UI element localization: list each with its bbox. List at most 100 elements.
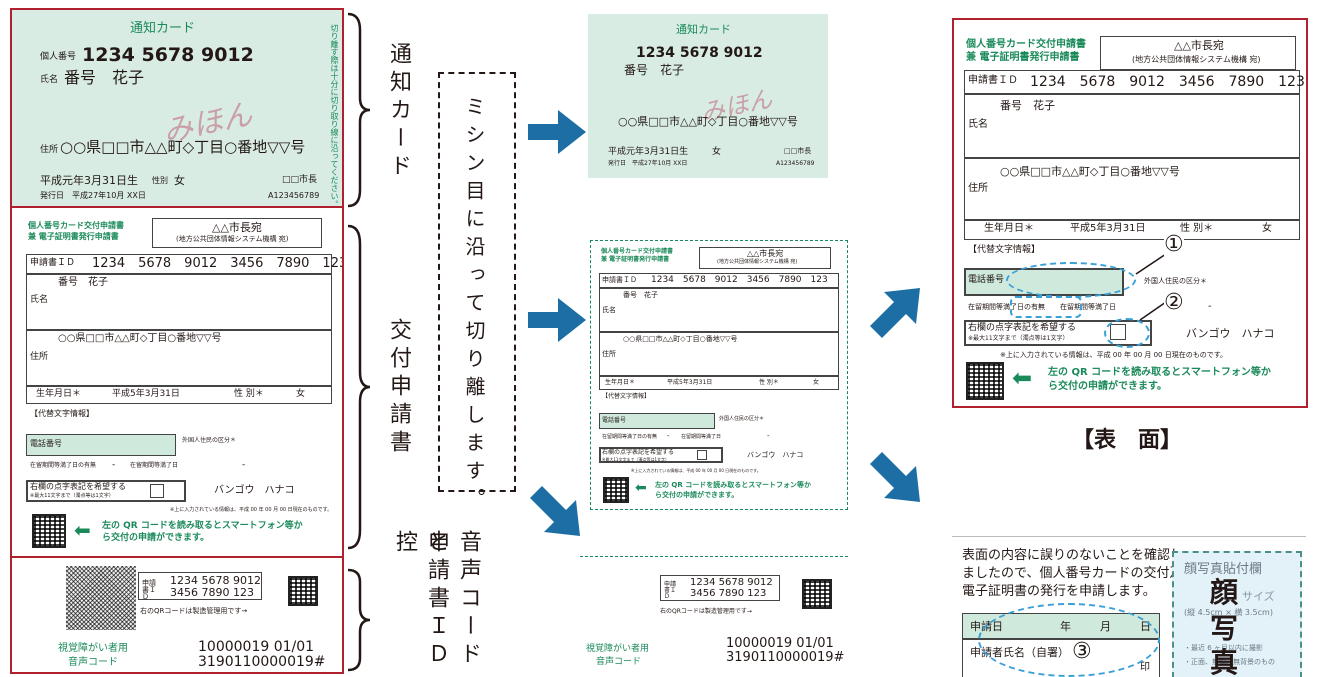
mid-app-name-box bbox=[599, 288, 839, 332]
mid-notice-title: 通知カード bbox=[676, 23, 731, 36]
app-address-box bbox=[26, 330, 332, 386]
mid-app-braille-label: 右欄の点字表記を希望する bbox=[602, 449, 675, 456]
app-qr-text-2: ら交付の申請ができます。 bbox=[102, 533, 210, 543]
label-voice-a: 音声コードと bbox=[424, 530, 481, 670]
front-birth-box bbox=[964, 220, 1300, 240]
notice-sex-label: 性別 bbox=[152, 176, 168, 185]
app-addressee-box bbox=[152, 218, 322, 248]
app-sex: 女 bbox=[296, 389, 306, 399]
photo-note-2: ・正面、無帽、無背景のもの bbox=[1184, 658, 1275, 666]
app-braille-box bbox=[26, 480, 186, 502]
back-text-2: ましたので、個人番号カードの交付及び bbox=[962, 566, 1196, 581]
mid-notice-mayor: □□市長 bbox=[784, 147, 812, 155]
arrow-right-1 bbox=[528, 110, 586, 154]
front-dash-1: - bbox=[1038, 301, 1042, 312]
app-id-label: 申請書ＩＤ bbox=[30, 258, 76, 268]
front-qr-arrow-icon: ⬅ bbox=[1012, 364, 1033, 392]
marker-one: ① bbox=[1164, 232, 1184, 257]
mid-voice-code-1: 10000019 01/01 bbox=[726, 636, 834, 651]
mid-app-qr-arrow-icon: ⬅ bbox=[635, 480, 647, 496]
app-id-value: 1234 5678 9012 3456 7890 123 bbox=[92, 256, 344, 271]
app-address-label: 住所 bbox=[30, 352, 49, 362]
front-phone-label: 電話番号 bbox=[968, 275, 1005, 285]
mid-app-id-value: 1234 5678 9012 3456 7890 123 bbox=[651, 275, 828, 285]
photo-big-3: 真 bbox=[1210, 646, 1239, 677]
application-form-left: 個人番号カード交付申請書 兼 電子証明書発行申請書 △△市長宛 (地方公共団体情… bbox=[10, 208, 344, 556]
voice-code-2: 3190110000019# bbox=[198, 654, 326, 670]
app-phone-box bbox=[26, 434, 176, 456]
front-birth-label: 生年月日＊ bbox=[984, 223, 1034, 234]
notice-side-note: 切り離す際は十分に切り取り線に沿ってください。 bbox=[330, 24, 339, 208]
notice-address-label: 住所 bbox=[40, 145, 59, 155]
mid-app-name-label: 氏名 bbox=[602, 306, 616, 314]
mid-notice-sex: 女 bbox=[712, 147, 722, 157]
oval-phone bbox=[1006, 262, 1136, 298]
arrow-down-right-2 bbox=[870, 452, 920, 502]
voice-qr-note: 右のQRコードは製造管理用です→ bbox=[140, 607, 248, 615]
mid-app-address-box bbox=[599, 332, 839, 376]
front-footnote: ※上に入力されている情報は、平成 00 年 00 月 00 日現在のものです。 bbox=[1000, 351, 1228, 359]
app-header-title-1: 個人番号カード交付申請書 bbox=[28, 221, 124, 230]
front-id-value: 1234 5678 9012 3456 7890 123 bbox=[1030, 74, 1305, 90]
app-braille-checkbox bbox=[150, 484, 164, 498]
front-addressee-box bbox=[1100, 36, 1296, 70]
front-alt-chars: 【代替文字情報】 bbox=[968, 245, 1041, 255]
voice-id-label: 申請書ＩＤ bbox=[142, 579, 156, 601]
mid-app-dash-1: - bbox=[667, 432, 670, 440]
notice-name-label: 氏名 bbox=[40, 75, 59, 85]
app-addressee: △△市長宛 bbox=[212, 221, 262, 234]
voice-qr-small bbox=[288, 576, 318, 606]
arrow-down-right bbox=[530, 486, 580, 536]
mid-app-phone-label: 電話番号 bbox=[602, 417, 627, 424]
oval-checkbox bbox=[1104, 318, 1150, 348]
front-name-label: 氏名 bbox=[968, 119, 988, 130]
app-foreign-label: 外国人住民の区分＊ bbox=[182, 437, 237, 444]
app-qr-text-1: 左の QR コードを読み取るとスマートフォン等か bbox=[102, 521, 303, 531]
photo-title: 顔写真貼付欄 bbox=[1184, 562, 1263, 577]
mid-app-stay-label-1: 在留期間等満了日の有無 bbox=[602, 434, 658, 440]
app-dash-1: - bbox=[112, 460, 116, 470]
app-qr-code bbox=[32, 514, 66, 548]
mid-app-addressee-box bbox=[699, 247, 831, 269]
photo-big-2: 写 bbox=[1210, 612, 1239, 645]
mid-voice-id-1: 1234 5678 9012 bbox=[690, 577, 773, 588]
mid-app-alt-chars: 【代替文字情報】 bbox=[602, 393, 651, 400]
app-header-title-2: 兼 電子証明書発行申請書 bbox=[28, 232, 119, 241]
voice-id-box bbox=[138, 572, 262, 600]
app-birth-label: 生年月日＊ bbox=[36, 389, 82, 399]
front-title-1: 個人番号カード交付申請書 bbox=[966, 39, 1086, 50]
marker-two: ② bbox=[1164, 290, 1184, 315]
mid-voice-label-2: 音声コード bbox=[596, 657, 642, 667]
front-qr bbox=[966, 362, 1004, 400]
notice-card-left: 通知カード 個人番号 1234 5678 9012 氏名 番号 花子 みほん 住… bbox=[10, 8, 344, 208]
mid-app-addressee-sub: (地方公共団体情報システム機構 宛) bbox=[717, 259, 798, 265]
mid-app-braille-box bbox=[599, 447, 723, 463]
mid-voice-label-1: 視覚障がい者用 bbox=[586, 644, 650, 654]
front-zoom: 個人番号カード交付申請書 兼 電子証明書発行申請書 △△市長宛 (地方公共団体情… bbox=[952, 18, 1308, 408]
front-qr-text-2: ら交付の申請ができます。 bbox=[1048, 381, 1167, 392]
front-kana: バンゴウ ハナコ bbox=[1186, 327, 1275, 340]
notice-issue-date: 発行日 平成27年10月 XX日 bbox=[40, 191, 146, 200]
brace-application bbox=[347, 224, 371, 550]
app-name-label: 氏名 bbox=[30, 295, 49, 305]
mid-app-birth-label: 生年月日＊ bbox=[605, 379, 636, 386]
front-id-label: 申請書ＩＤ bbox=[968, 75, 1018, 86]
mid-app-sex: 女 bbox=[813, 379, 820, 386]
app-sex-label: 性 別＊ bbox=[234, 389, 264, 399]
front-address-label: 住所 bbox=[968, 183, 988, 194]
front-foreign-label: 外国人住民の区分＊ bbox=[1144, 277, 1207, 285]
front-name: 番号 花子 bbox=[1000, 99, 1055, 112]
mid-voice-qr bbox=[802, 579, 832, 609]
mid-notice-address: ○○県□□市△△町◇丁目○番地▽▽号 bbox=[618, 115, 798, 128]
front-id-box bbox=[964, 70, 1300, 94]
notice-name: 番号 花子 bbox=[64, 68, 145, 87]
front-address-box bbox=[964, 158, 1300, 220]
arrow-up-right bbox=[870, 288, 920, 338]
mid-voice-qr-note: 右のQRコードは製造管理用です→ bbox=[660, 608, 752, 615]
front-title-2: 兼 電子証明書発行申請書 bbox=[966, 52, 1080, 63]
label-notice-card: 通知カード bbox=[386, 42, 411, 182]
marker-three: ③ bbox=[1072, 639, 1092, 664]
app-kana: バンゴウ ハナコ bbox=[214, 485, 295, 496]
front-addressee-sub: (地方公共団体情報システム機構 宛) bbox=[1132, 55, 1261, 64]
app-address: ○○県□□市△△町◇丁目○番地▽▽号 bbox=[58, 333, 222, 344]
